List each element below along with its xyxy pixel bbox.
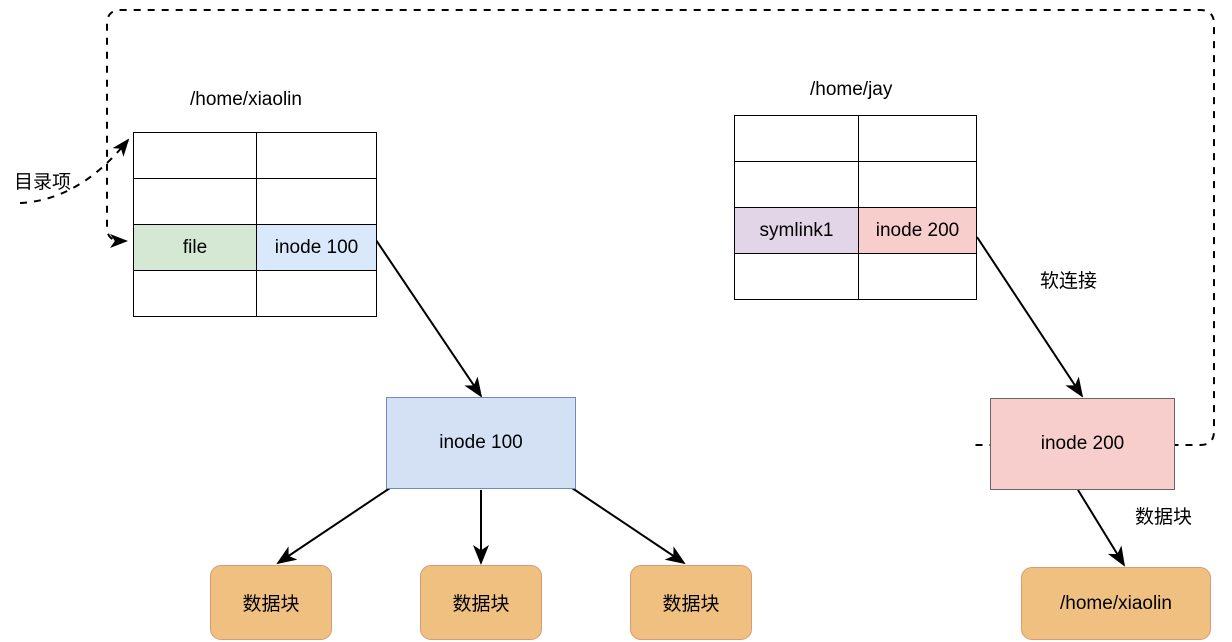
node-datablock-2-label: 数据块	[452, 594, 510, 615]
edge-inode100-to-datablock3	[571, 487, 686, 565]
edge-inode100-to-datablock1	[276, 487, 391, 565]
edge-inode200-to-target-path	[1077, 489, 1126, 567]
edge-file-to-inode100	[375, 239, 483, 398]
dirent-name-cell[interactable]	[734, 161, 859, 208]
node-inode-100-label: inode 100	[439, 432, 523, 453]
node-datablock-2[interactable]: 数据块	[420, 565, 542, 640]
datablock-edge-label: 数据块	[1135, 507, 1193, 528]
dirent-inode-cell[interactable]	[858, 161, 977, 208]
node-datablock-3[interactable]: 数据块	[630, 565, 752, 640]
table-row-symlink[interactable]: symlink1 inode 200	[734, 207, 977, 254]
table-row[interactable]	[734, 253, 977, 300]
dirent-name-cell[interactable]	[734, 253, 859, 300]
dirent-inode-cell-symlink[interactable]: inode 200	[858, 207, 977, 254]
table-row[interactable]	[734, 115, 977, 162]
node-datablock-1-label: 数据块	[242, 594, 300, 615]
dirent-inode-cell[interactable]	[858, 253, 977, 300]
node-inode-200-label: inode 200	[1040, 433, 1125, 454]
dirent-inode-cell[interactable]	[858, 115, 977, 162]
dirent-inode-cell[interactable]	[256, 132, 377, 179]
directory-table-xiaolin[interactable]: file inode 100	[133, 132, 377, 317]
directory-table-jay[interactable]: symlink1 inode 200	[734, 115, 977, 300]
dirent-name-cell-file[interactable]: file	[133, 224, 257, 271]
node-datablock-1[interactable]: 数据块	[210, 565, 332, 640]
right-table-title: /home/jay	[810, 79, 893, 100]
table-row[interactable]	[133, 132, 377, 179]
symlink-edge-label: 软连接	[1040, 271, 1098, 292]
dirent-label: 目录项	[14, 172, 72, 193]
node-inode-100[interactable]: inode 100	[386, 397, 576, 489]
table-row[interactable]	[734, 161, 977, 208]
edge-symlink-to-inode200	[976, 236, 1084, 398]
node-datablock-3-label: 数据块	[662, 594, 720, 615]
dirent-inode-cell-file[interactable]: inode 100	[256, 224, 377, 271]
dirent-name-cell[interactable]	[734, 115, 859, 162]
dirent-name-cell-symlink[interactable]: symlink1	[734, 207, 859, 254]
dirent-name-cell[interactable]	[133, 270, 257, 317]
dirent-name-cell[interactable]	[133, 178, 257, 225]
node-target-path-datablock[interactable]: /home/xiaolin	[1021, 567, 1211, 640]
dirent-inode-cell[interactable]	[256, 270, 377, 317]
table-row-file[interactable]: file inode 100	[133, 224, 377, 271]
left-table-title: /home/xiaolin	[190, 89, 302, 110]
dirent-name-cell[interactable]	[133, 132, 257, 179]
node-target-path-label: /home/xiaolin	[1060, 592, 1172, 614]
table-row[interactable]	[133, 178, 377, 225]
dirent-inode-cell[interactable]	[256, 178, 377, 225]
table-row[interactable]	[133, 270, 377, 317]
node-inode-200[interactable]: inode 200	[990, 398, 1175, 490]
